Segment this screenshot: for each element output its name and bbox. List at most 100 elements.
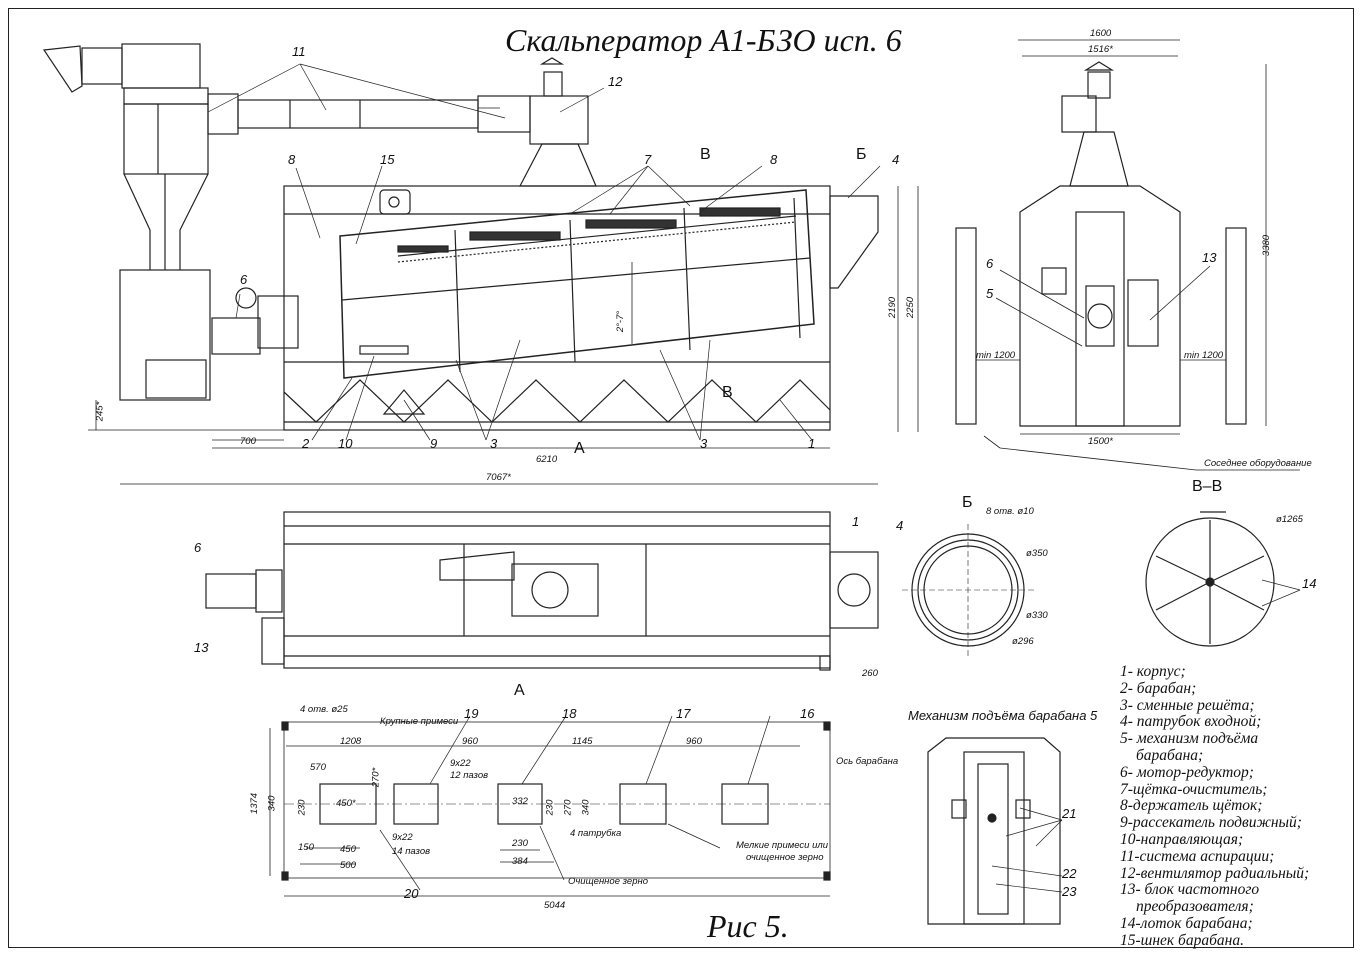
dim-384: 384	[512, 856, 528, 867]
legend-item: 6- мотор-редуктор;	[1120, 763, 1254, 781]
dim-270: 270	[562, 799, 574, 816]
dim-260: 260	[862, 668, 878, 679]
radial-fan	[519, 57, 597, 187]
callout-16: 16	[800, 706, 815, 721]
dim-270-star: 270*	[370, 767, 382, 788]
callout-3b: 3	[700, 436, 708, 451]
cleaned-grain: Очищенное зерно	[568, 876, 649, 887]
top-view	[205, 511, 879, 671]
legend-item: 7-щётка-очиститель;	[1120, 780, 1268, 798]
nozzles-4: 4 патрубка	[570, 828, 622, 839]
dim-2250: 2250	[905, 296, 917, 319]
callout-6: 6	[240, 272, 248, 287]
parts-legend: 1- корпус; 2- барабан; 3- сменные решёта…	[1120, 663, 1310, 950]
fine-impurities-1: Мелкие примеси или	[736, 840, 829, 851]
flange-b	[902, 524, 1034, 656]
body-side-view	[211, 185, 879, 431]
callout-11: 11	[292, 44, 306, 59]
dim-1374: 1374	[249, 792, 261, 815]
legend-item: 11-система аспирации;	[1120, 847, 1275, 865]
dim-1145: 1145	[572, 736, 593, 747]
arrow-a-label: А	[574, 440, 585, 457]
callout-8: 8	[288, 152, 296, 167]
outlet-layout	[269, 715, 831, 897]
callout-2: 2	[302, 436, 310, 451]
mechanism-title: Механизм подъёма барабана 5	[908, 708, 1098, 723]
callout-top-13: 13	[194, 640, 209, 655]
dim-450: 450	[340, 844, 356, 855]
side-dimension-lines	[88, 186, 919, 485]
legend-item: 5- механизм подъёма	[1120, 730, 1259, 748]
dim-1500: 1500*	[1088, 436, 1113, 447]
legend-item: 2- барабан;	[1120, 679, 1197, 697]
callout-top-1: 1	[852, 514, 860, 529]
callout-15: 15	[380, 152, 395, 167]
dim-960a: 960	[462, 736, 478, 747]
dim-1265: ø1265	[1276, 514, 1303, 525]
drum-axis: Ось барабана	[836, 756, 899, 767]
dim-332: 332	[512, 796, 528, 807]
callout-8b: 8	[770, 152, 778, 167]
dim-230a: 230	[296, 799, 308, 816]
legend-item: 1- корпус;	[1120, 663, 1186, 680]
legend-item: 9-рассекатель подвижный;	[1120, 814, 1302, 832]
callout-21: 21	[1062, 806, 1077, 821]
lift-mechanism	[927, 737, 1063, 925]
legend-item: 12-вентилятор радиальный;	[1120, 864, 1310, 882]
fine-impurities-2: очищенное зерно	[746, 852, 824, 863]
dim-3380: 3380	[1261, 234, 1273, 257]
dim-450-star: 450*	[336, 798, 356, 809]
view-a-label: А	[514, 682, 525, 699]
drawing-frame	[8, 8, 1354, 948]
dim-500: 500	[340, 860, 356, 871]
dim-1516: 1516*	[1088, 44, 1113, 55]
slot-9x22-a: 9х22	[392, 832, 413, 843]
dim-angle: 2°-7°	[615, 310, 627, 333]
legend-item: 10-направляющая;	[1120, 830, 1244, 848]
legend-item: 15-шнек барабана.	[1120, 931, 1244, 949]
callout-19: 19	[464, 706, 479, 721]
callout-end-5: 5	[986, 286, 994, 301]
legend-item: преобразователя;	[1136, 898, 1254, 916]
callout-end-6: 6	[986, 256, 994, 271]
dim-6210: 6210	[536, 454, 558, 465]
callout-20: 20	[404, 886, 419, 901]
figure-label: Рис 5.	[707, 908, 789, 944]
end-view-dimensions	[976, 39, 1300, 471]
slot-9x22-b: 9х22	[450, 758, 471, 769]
dim-330: ø330	[1026, 610, 1048, 621]
callout-17: 17	[676, 706, 691, 721]
legend-item: 13- блок частотного	[1120, 881, 1260, 899]
dim-holes-8: 8 отв. ø10	[986, 506, 1034, 517]
section-b-label: Б	[962, 494, 973, 511]
callout-7: 7	[644, 152, 652, 167]
dim-570: 570	[310, 762, 326, 773]
coarse-impurities: Крупные примеси	[380, 716, 459, 727]
legend-item: 4- патрубок входной;	[1120, 713, 1262, 731]
legend-item: 8-держатель щёток;	[1120, 797, 1263, 815]
dim-2190: 2190	[887, 296, 899, 319]
dim-min-right: min 1200	[1184, 350, 1224, 361]
callout-top-4: 4	[896, 518, 904, 533]
cut-v-top: В	[700, 146, 711, 163]
dim-230c: 230	[512, 838, 528, 849]
callout-4: 4	[892, 152, 900, 167]
side-leaders	[207, 63, 881, 441]
slot-12: 12 пазов	[450, 770, 489, 781]
callout-1: 1	[808, 436, 816, 451]
callout-10: 10	[338, 436, 353, 451]
dim-150: 150	[298, 842, 314, 853]
legend-item: 3- сменные решёта;	[1120, 696, 1255, 714]
dim-245: 245*	[94, 401, 106, 422]
callout-9: 9	[430, 436, 438, 451]
callout-3: 3	[490, 436, 498, 451]
dim-230b: 230	[544, 799, 556, 816]
legend-item: 14-лоток барабана;	[1120, 914, 1253, 932]
drawing-title: Скальператор А1-БЗО исп. 6	[505, 22, 902, 58]
dim-min-left: min 1200	[976, 350, 1016, 361]
callout-top-6: 6	[194, 540, 202, 555]
dim-350: ø350	[1026, 548, 1048, 559]
callout-12: 12	[608, 74, 623, 89]
dim-holes-4: 4 отв. ø25	[300, 704, 348, 715]
